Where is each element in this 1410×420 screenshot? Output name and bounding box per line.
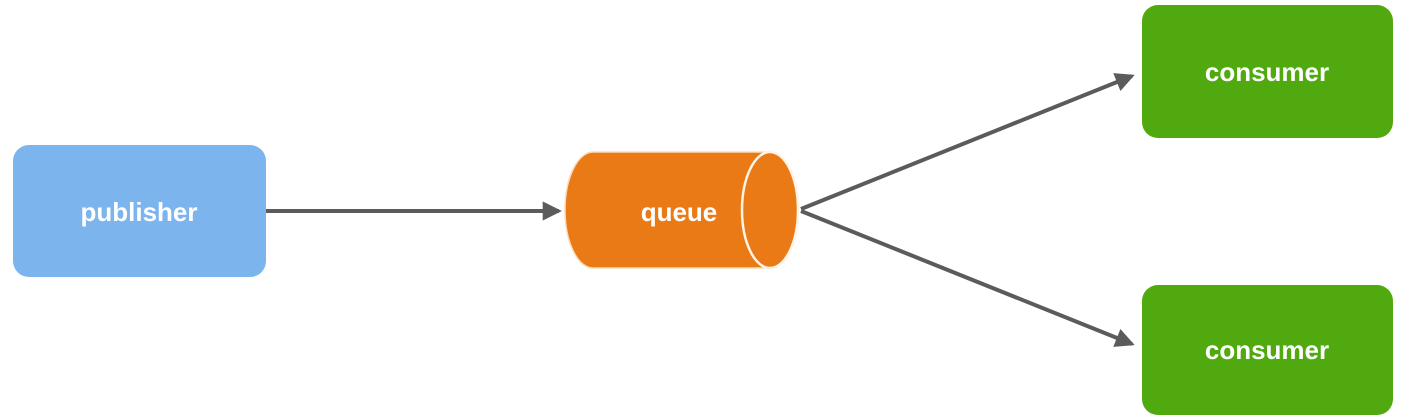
- edges: [266, 73, 1135, 347]
- consumer-bottom-label: consumer: [1205, 335, 1329, 365]
- node-publisher: publisher: [13, 145, 266, 277]
- node-queue: queue: [564, 150, 800, 270]
- queue-cylinder-cap: [740, 150, 800, 270]
- consumer-bottom-shape: [1142, 285, 1393, 415]
- edge-queue-to-consumer-top: [800, 73, 1135, 211]
- publisher-shape: [13, 145, 266, 277]
- edge-queue-to-consumer-bottom: [800, 209, 1135, 347]
- consumer-top-label: consumer: [1205, 57, 1329, 87]
- node-consumer-bottom: consumer: [1142, 285, 1393, 415]
- queue-label: queue: [641, 197, 718, 227]
- node-consumer-top: consumer: [1142, 5, 1393, 138]
- publisher-label: publisher: [80, 197, 197, 227]
- consumer-top-shape: [1142, 5, 1393, 138]
